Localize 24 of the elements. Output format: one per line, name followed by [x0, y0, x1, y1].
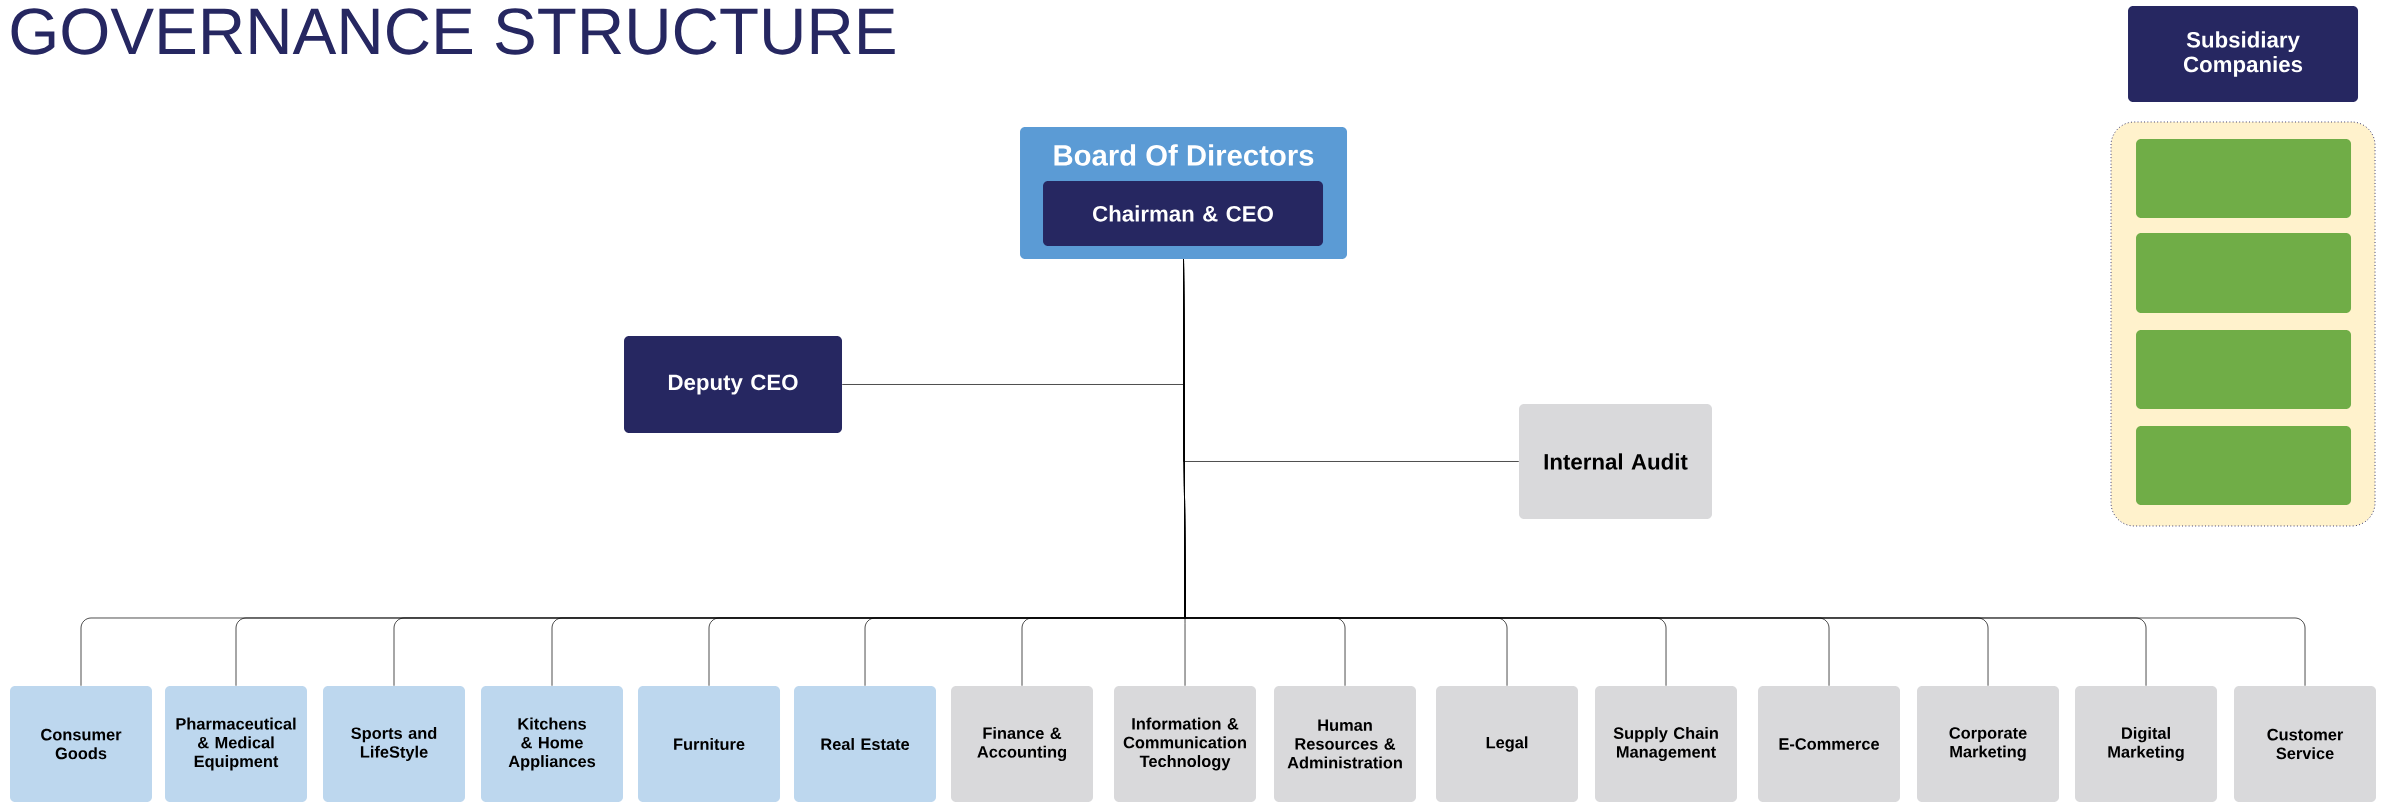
title-box: Chairman & CEO: [1043, 181, 1323, 246]
company-box: [2136, 139, 2351, 218]
department-box: Information & Communication Technology: [1114, 686, 1256, 802]
department-box: Legal: [1436, 686, 1578, 802]
department-box: Human Resources & Administration: [1274, 686, 1416, 802]
department-box: Internal Audit: [1519, 404, 1712, 519]
department-box: Digital Marketing: [2075, 686, 2218, 802]
department-box: Finance & Accounting: [951, 686, 1093, 802]
header-box: Subsidiary Companies: [2128, 6, 2359, 102]
department-box: Sports and LifeStyle: [323, 686, 465, 802]
company-box: [2136, 426, 2351, 505]
department-box: Customer Service: [2234, 686, 2376, 802]
department-box: E-Commerce: [1758, 686, 1900, 802]
company-box: [2136, 233, 2351, 313]
role-box: Deputy CEO: [624, 336, 842, 433]
company-box: [2136, 330, 2351, 409]
page-title: GOVERNANCE STRUCTURE: [11, 8, 895, 55]
department-box: Kitchens & Home Appliances: [481, 686, 623, 802]
department-box: Consumer Goods: [10, 686, 152, 802]
department-box: Pharmaceutical & Medical Equipment: [165, 686, 307, 802]
department-box: Real Estate: [794, 686, 936, 802]
department-box: Supply Chain Management: [1595, 686, 1737, 802]
department-box: Furniture: [638, 686, 780, 802]
department-box: Corporate Marketing: [1917, 686, 2059, 802]
